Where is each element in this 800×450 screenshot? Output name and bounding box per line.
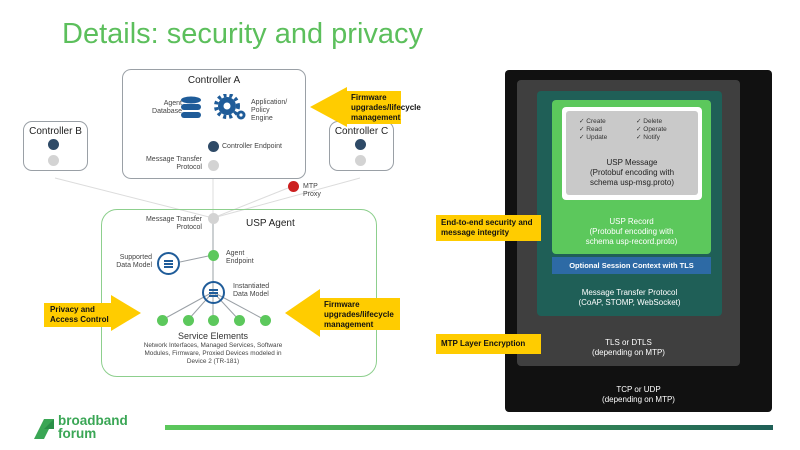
service-element-dot [157,315,168,326]
service-element-dot [234,315,245,326]
service-elements-description: Network Interfaces, Managed Services, So… [143,342,283,365]
agent-mtp-label: Message Transfer Protocol [145,216,202,231]
usp-agent-box [101,209,377,377]
usp-record-label: USP Record (Protobuf encoding with schem… [585,217,678,246]
page-title: Details: security and privacy [62,18,424,50]
footer-bar [165,425,773,430]
gear-icon [214,94,246,120]
database-icon [181,96,201,118]
tls-label: TLS or DTLS (depending on MTP) [592,338,665,357]
mtp-encryption-callout: MTP Layer Encryption [436,334,541,354]
service-element-dot [208,315,219,326]
controller-b-mtp-dot [48,155,59,166]
agent-mtp-dot [208,213,219,224]
op-read: ✓ Read [579,126,602,133]
controller-endpoint-dot [208,141,219,152]
mtp-proxy-label: MTP Proxy [303,183,321,198]
op-delete: ✓ Delete [636,118,663,125]
service-element-dot [183,315,194,326]
controller-mtp-dot [208,160,219,171]
controller-endpoint-label: Controller Endpoint [222,143,282,150]
supported-data-model-label: Supported Data Model [116,254,152,269]
service-element-dot [260,315,271,326]
broadband-forum-logo: broadband forum [58,413,128,441]
op-notify: ✓ Notify [636,134,660,141]
controller-c-endpoint-dot [355,139,366,150]
e2e-security-callout: End-to-end security and message integrit… [436,215,541,241]
controller-c-mtp-dot [355,155,366,166]
usp-message-box [566,111,698,195]
firmware-top-callout: Firmware upgrades/lifecycle management [347,91,421,124]
tcp-udp-label: TCP or UDP (depending on MTP) [602,385,675,404]
agent-endpoint-label: Agent Endpoint [226,250,254,265]
supported-data-model-icon [157,252,180,275]
firmware-bottom-callout: Firmware upgrades/lifecycle management [320,298,400,330]
controller-b-label: Controller B [29,126,82,137]
usp-agent-label: USP Agent [246,218,295,229]
agent-database-label: Agent Database [152,100,182,115]
usp-message-label: USP Message (Protobuf encoding with sche… [589,158,675,187]
controller-a-label: Controller A [187,75,241,86]
policy-engine-label: Application/ Policy Engine [251,99,288,122]
instantiated-data-model-label: Instantiated Data Model [233,283,270,298]
controller-b-endpoint-dot [48,139,59,150]
session-context-band [552,257,711,274]
op-create: ✓ Create [579,118,606,125]
instantiated-data-model-icon [202,281,225,304]
mtp-stack-label: Message Transfer Protocol (CoAP, STOMP, … [578,288,681,307]
privacy-callout: Privacy and Access Control [44,303,111,327]
broadband-forum-logo-icon [34,419,54,439]
op-operate: ✓ Operate [636,126,667,133]
service-elements-label: Service Elements [177,331,249,341]
mtp-proxy-dot [288,181,299,192]
agent-endpoint-dot [208,250,219,261]
op-update: ✓ Update [579,134,608,141]
session-context-label: Optional Session Context with TLS [569,261,694,270]
controller-c-label: Controller C [334,126,389,137]
controller-mtp-label: Message Transfer Protocol [145,156,202,171]
